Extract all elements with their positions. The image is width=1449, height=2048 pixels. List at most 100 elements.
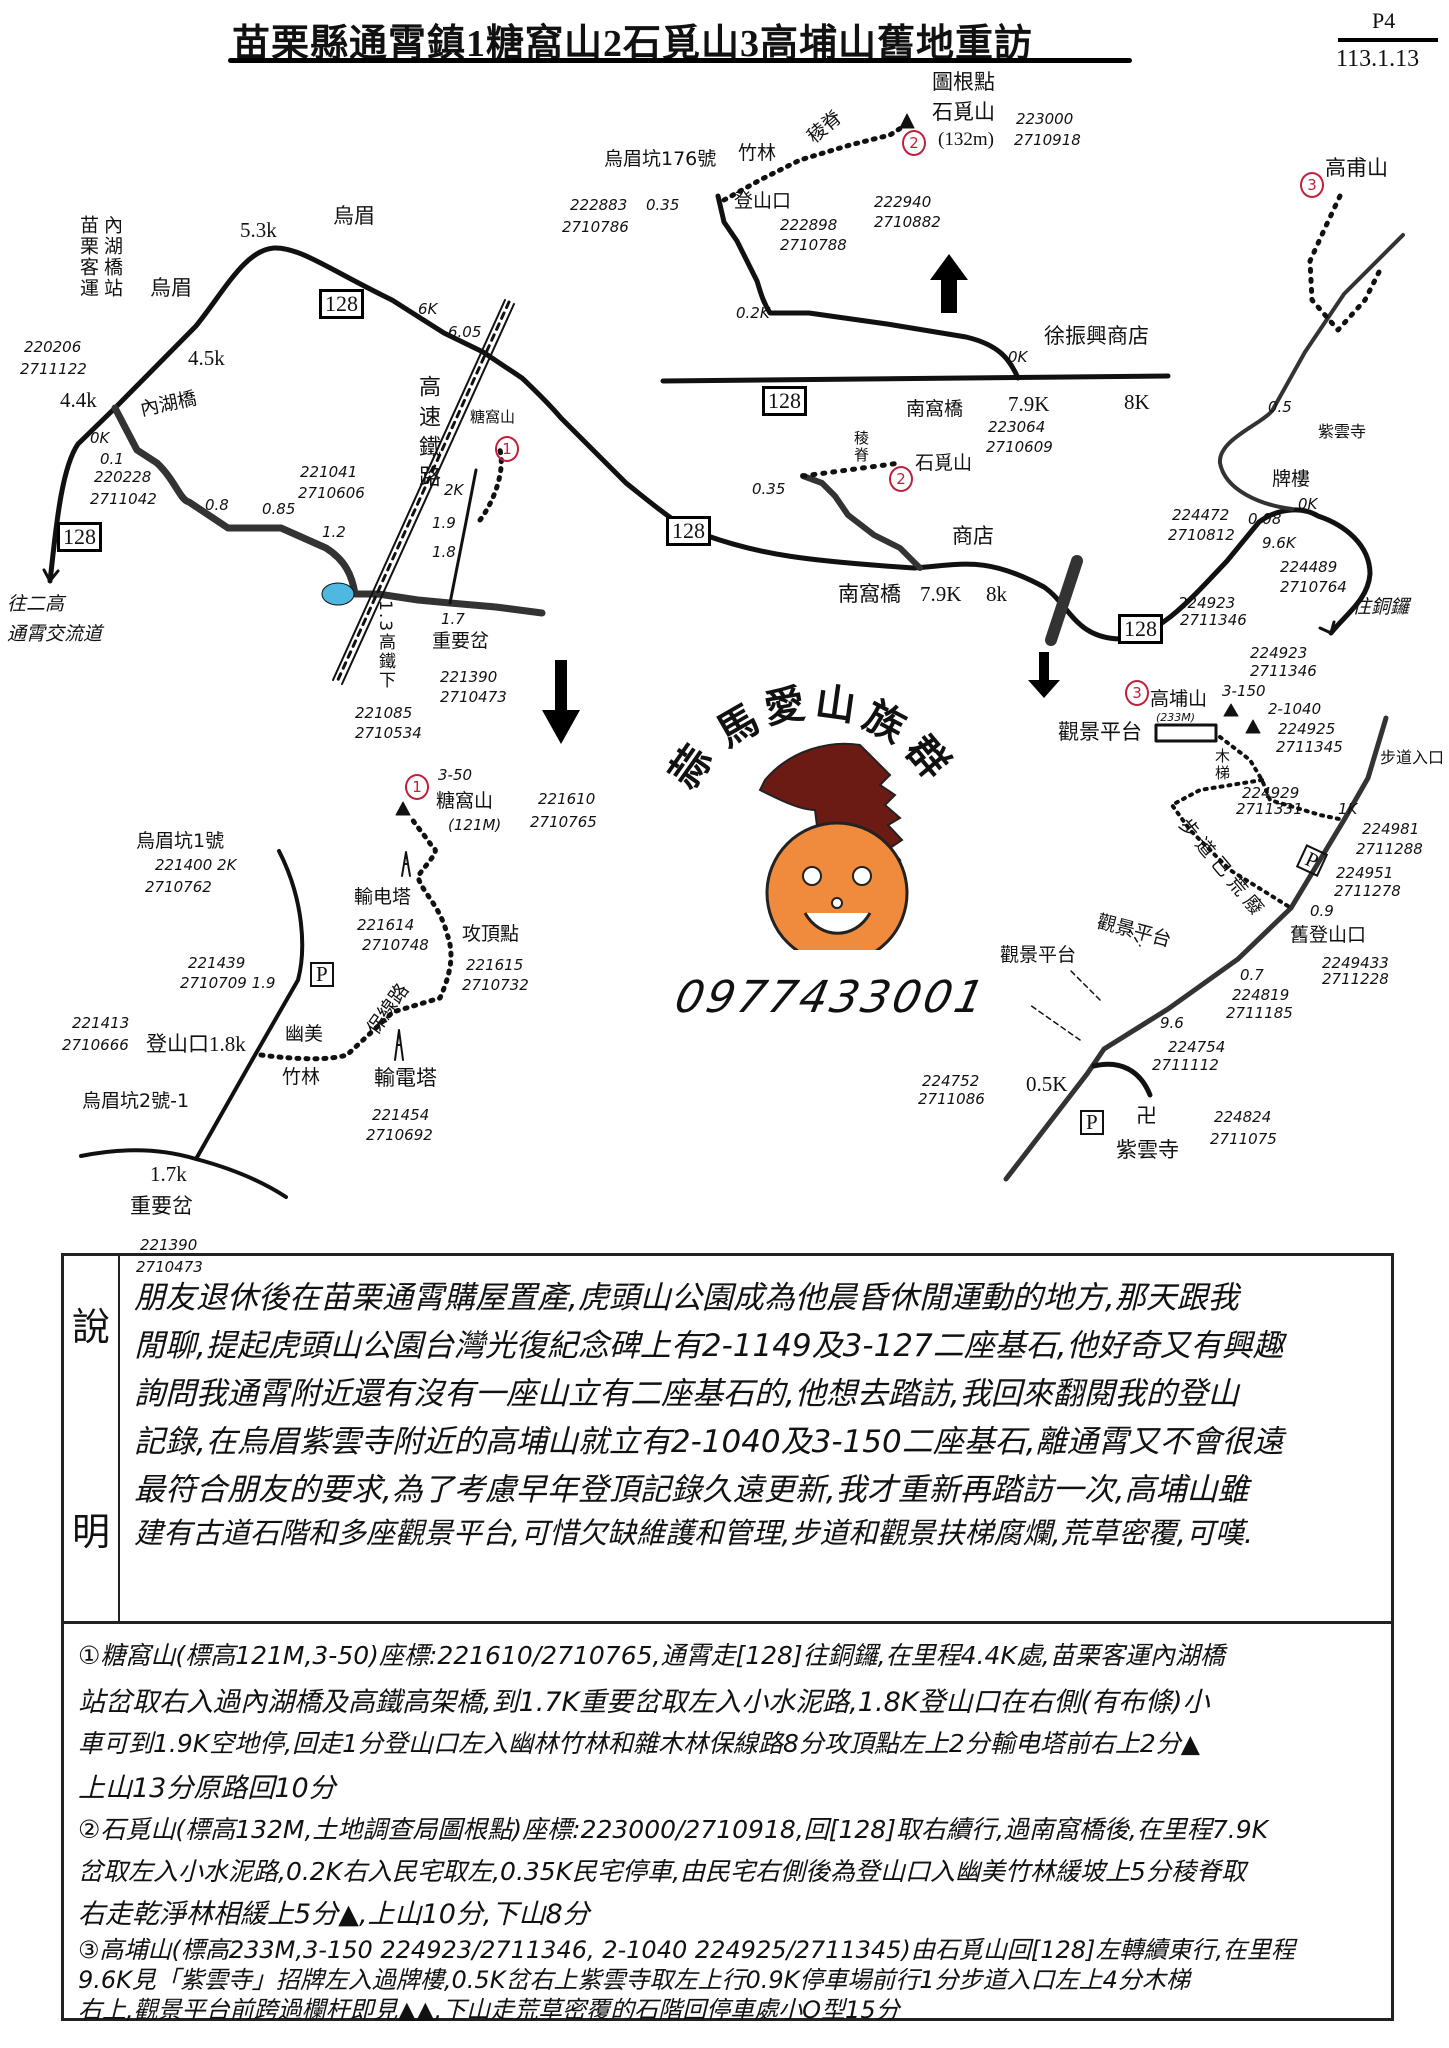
map-label: 苗栗客運 bbox=[77, 215, 99, 299]
map-label: 0.35 bbox=[646, 196, 680, 214]
road-128-sign: 128 bbox=[57, 522, 102, 553]
coordinate: 223000 bbox=[1016, 110, 1074, 128]
summit-tangwo-icon bbox=[395, 801, 411, 816]
road-128-sign: 128 bbox=[319, 289, 364, 320]
record-date: 113.1.13 bbox=[1336, 46, 1420, 72]
coordinate: 2710709 1.9 bbox=[180, 974, 276, 992]
smiley-face-icon bbox=[765, 821, 909, 950]
map-label: 0.9 bbox=[1310, 902, 1334, 920]
map-label: 糖窩山 bbox=[436, 790, 494, 812]
coordinate: 221615 bbox=[466, 956, 524, 974]
map-label: 烏眉坑176號 bbox=[604, 148, 717, 170]
coordinate: 2710534 bbox=[355, 724, 422, 742]
map-label: (233M) bbox=[1156, 711, 1196, 724]
trail-shihlan-lower bbox=[800, 460, 903, 479]
route-note-line: 右上,觀景平台前跨過欄杆即見▲▲,下山走荒草密覆的石階回停車處小O型15分 bbox=[78, 1996, 900, 2024]
coordinate: 224929 bbox=[1242, 784, 1300, 802]
map-label: 紫雲寺 bbox=[1116, 1138, 1179, 1162]
marker-3: 3 bbox=[1300, 172, 1324, 198]
marker-1: 1 bbox=[405, 774, 429, 800]
map-label: 0.85 bbox=[262, 500, 296, 518]
coordinate: 2711086 bbox=[918, 1090, 985, 1108]
coordinate: 224472 bbox=[1172, 506, 1230, 524]
map-label: 圖根點 bbox=[932, 70, 995, 94]
map-label: 5.3k bbox=[240, 218, 277, 242]
description-line: 記錄,在烏眉紫雲寺附近的高埔山就立有2-1040及3-150二座基石,離通霄又不… bbox=[134, 1424, 1284, 1460]
map-label: 9.6 bbox=[1160, 1014, 1184, 1032]
map-label: 1.3高鐵下 bbox=[375, 600, 395, 691]
map-label: 輸电塔 bbox=[354, 886, 412, 908]
map-label: 步道入口 bbox=[1380, 748, 1445, 767]
map-label: 8K bbox=[1124, 390, 1150, 414]
coordinate: 2711331 bbox=[1236, 800, 1303, 818]
map-label: 紫雲寺 bbox=[1318, 422, 1367, 441]
map-label: 9.6K bbox=[1262, 534, 1296, 552]
map-label: 1K bbox=[1338, 800, 1358, 818]
marker-1: 1 bbox=[495, 436, 519, 462]
coordinate: 2710882 bbox=[874, 213, 941, 231]
route-note-line: 站岔取右入過內湖橋及高鐵高架橋,到1.7K重要岔取左入小水泥路,1.8K登山口在… bbox=[78, 1687, 1210, 1718]
route-note-line: ③高埔山(標高233M,3-150 224923/2711346, 2-1040… bbox=[78, 1936, 1295, 1964]
coordinate: 222898 bbox=[780, 216, 838, 234]
coordinate: 2710764 bbox=[1280, 578, 1347, 596]
arrow-to-erhgao bbox=[42, 568, 60, 583]
map-label: 竹林 bbox=[282, 1066, 321, 1088]
route-note-line: 右走乾淨林相緩上5分▲,上山10分,下山8分 bbox=[78, 1899, 590, 1930]
coordinate: 220228 bbox=[94, 468, 152, 486]
map-label: 稜脊 bbox=[852, 430, 870, 464]
trail-kaopu-top bbox=[1307, 193, 1383, 333]
page-number: P4 bbox=[1372, 8, 1396, 33]
map-label: 3-150 bbox=[1222, 682, 1266, 700]
map-label: 高速鐵路 bbox=[415, 375, 440, 495]
coordinate: 2710732 bbox=[462, 976, 529, 994]
coordinate: 2710609 bbox=[986, 438, 1053, 456]
coordinate: 2711346 bbox=[1180, 611, 1247, 629]
map-label: 木梯 bbox=[1213, 748, 1231, 782]
arrow-down-icon-2 bbox=[1028, 652, 1060, 698]
coordinate: 2710666 bbox=[62, 1036, 129, 1054]
map-label: 輸電塔 bbox=[374, 1066, 437, 1090]
divider-slash bbox=[1045, 555, 1083, 646]
map-label: 登山口1.8k bbox=[146, 1032, 246, 1056]
map-label: (121M) bbox=[448, 816, 502, 834]
coordinate: 224824 bbox=[1214, 1108, 1272, 1126]
map-label: 幽美 bbox=[285, 1023, 324, 1045]
map-label: 0.5K bbox=[1026, 1072, 1068, 1096]
power-tower-icon-2 bbox=[394, 1029, 404, 1061]
coordinate: 2710473 bbox=[440, 688, 507, 706]
coordinate: 2710765 bbox=[530, 813, 597, 831]
map-label: 往銅鑼 bbox=[1352, 596, 1410, 618]
map-label: 8k bbox=[986, 582, 1007, 606]
trail-shihlan bbox=[721, 121, 910, 203]
description-line: 朋友退休後在苗栗通霄購屋置產,虎頭山公園成為他晨昏休閒運動的地方,那天跟我 bbox=[134, 1280, 1239, 1316]
trail-inset-tangwo bbox=[258, 814, 454, 1062]
map-label: 往二高 bbox=[7, 593, 65, 615]
map-label: 1.2 bbox=[322, 523, 346, 541]
road-128-sign: 128 bbox=[1118, 614, 1163, 645]
power-tower-icon bbox=[401, 851, 411, 877]
map-label: 1.8 bbox=[432, 543, 456, 561]
map-label: 觀景平台 bbox=[1000, 944, 1077, 966]
coordinate: 221400 2K bbox=[155, 856, 237, 874]
section-divider bbox=[64, 1621, 1391, 1624]
map-label: 0K bbox=[90, 429, 110, 447]
map-label: 0K bbox=[1298, 495, 1318, 513]
coordinate: 224981 bbox=[1362, 820, 1420, 838]
marker-3: 3 bbox=[1125, 680, 1149, 706]
description-line: 詢問我通霄附近還有沒有一座山立有二座基石的,他想去踏訪,我回來翻閱我的登山 bbox=[134, 1376, 1239, 1412]
map-label: 1.7 bbox=[441, 610, 465, 628]
map-label: 高埔山 bbox=[1150, 688, 1208, 710]
map-label: 0.7 bbox=[1240, 966, 1264, 984]
map-label: 0.8 bbox=[205, 496, 229, 514]
map-label: 舊登山口 bbox=[1290, 924, 1367, 946]
road-shihlan-lower bbox=[800, 473, 923, 571]
high-speed-rail bbox=[332, 299, 515, 685]
contact-phone: 0977433001 bbox=[670, 972, 992, 1023]
trail-tangwo bbox=[477, 447, 504, 523]
map-label: 石覓山 bbox=[915, 452, 973, 474]
coordinate: 2711228 bbox=[1322, 970, 1389, 988]
road-128-sign: 128 bbox=[762, 386, 807, 417]
coordinate: 2710762 bbox=[145, 878, 212, 896]
coordinate: 224752 bbox=[922, 1072, 980, 1090]
coordinate: 2710692 bbox=[366, 1126, 433, 1144]
